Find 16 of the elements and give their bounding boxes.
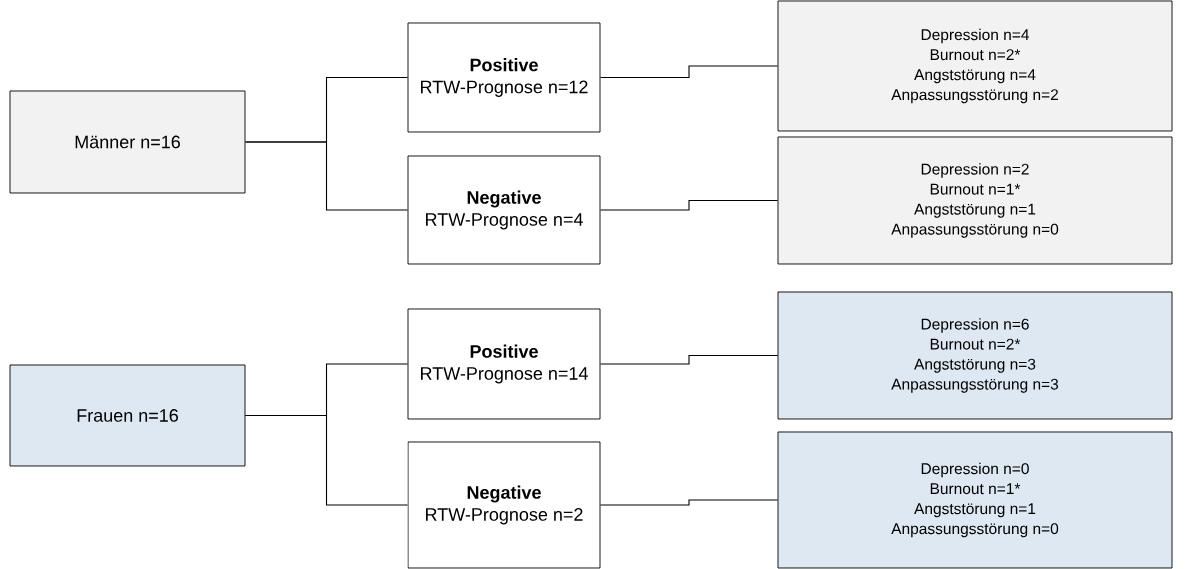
connector-line [244,141,409,211]
connector-line [599,499,779,506]
prognosis-box: Positive RTW-Prognose n=12 [407,22,601,133]
connector-line [599,199,779,211]
diagnosis-box: Depression n=6 Burnout n=2* Angststörung n=3 Anpassungsstörung n=3 [777,291,1173,420]
group-box: Männer n=16 [9,90,246,194]
prognosis-box: Negative RTW-Prognose n=4 [407,155,601,265]
diagnosis-box: Depression n=2 Burnout n=1* Angststörung n=1 Anpassungsstörung n=0 [777,136,1173,265]
group-box: Frauen n=16 [9,364,246,467]
prognosis-box: Positive RTW-Prognose n=14 [407,308,601,420]
connector-line [599,65,779,79]
diagnosis-box: Depression n=0 Burnout n=1* Angststörung n=1 Anpassungsstörung n=0 [777,431,1173,569]
connector-line [244,414,409,506]
connector-line [599,354,779,365]
diagnosis-box: Depression n=4 Burnout n=2* Angststörung n=4 Anpassungsstörung n=2 [777,0,1173,132]
prognosis-box: Negative RTW-Prognose n=2 [407,441,601,569]
